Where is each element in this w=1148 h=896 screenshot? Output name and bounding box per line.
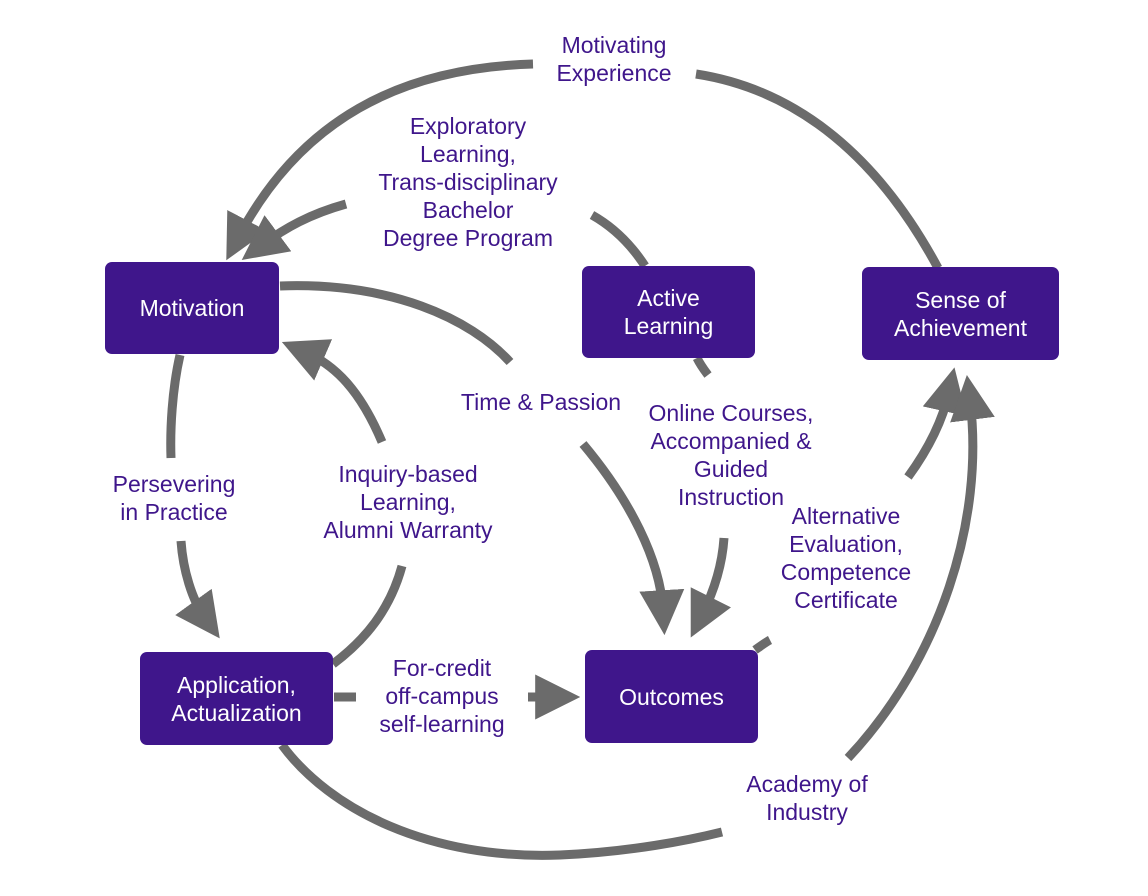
label-motivating-experience: Motivating Experience xyxy=(556,32,672,86)
edge-time-passion-top xyxy=(279,281,514,366)
edge-time-passion-bottom xyxy=(579,441,685,636)
node-sense-of-achievement: Sense of Achievement xyxy=(862,267,1059,360)
label-for-credit: For-credit off-campus self-learning xyxy=(379,655,505,737)
edge-persevering-bottom xyxy=(175,540,220,639)
edge-persevering-top xyxy=(166,353,185,459)
node-outcomes: Outcomes xyxy=(585,650,758,743)
edge-exploratory-left xyxy=(241,199,348,260)
node-application-actualization: Application, Actualization xyxy=(140,652,333,745)
label-alternative-evaluation: Alternative Evaluation, Competence Certi… xyxy=(780,503,912,613)
node-active-learning: Active Learning xyxy=(582,266,755,358)
label-exploratory-learning: Exploratory Learning, Trans-disciplinary… xyxy=(378,113,558,251)
node-motivation: Motivation xyxy=(105,262,279,354)
label-time-passion: Time & Passion xyxy=(460,389,622,415)
edge-academy-top xyxy=(844,374,995,762)
label-online-courses: Online Courses, Accompanied & Guided Ins… xyxy=(648,400,814,510)
edge-academy-bottom xyxy=(278,742,724,860)
edge-exploratory-right xyxy=(589,211,649,269)
edge-online-courses-top xyxy=(692,355,712,378)
edge-alt-eval-bottom xyxy=(752,635,773,654)
label-academy-of-industry: Academy of Industry xyxy=(746,771,868,825)
edge-inquiry-bottom xyxy=(330,564,407,668)
edge-motivating-experience-right xyxy=(695,69,942,271)
label-inquiry-based: Inquiry-based Learning, Alumni Warranty xyxy=(323,461,493,543)
edge-alt-eval-top xyxy=(904,367,967,480)
edge-inquiry-top xyxy=(281,339,387,444)
edge-motivating-experience-left xyxy=(226,59,534,261)
label-persevering: Persevering in Practice xyxy=(112,471,236,525)
edge-online-courses-bottom xyxy=(690,537,731,638)
